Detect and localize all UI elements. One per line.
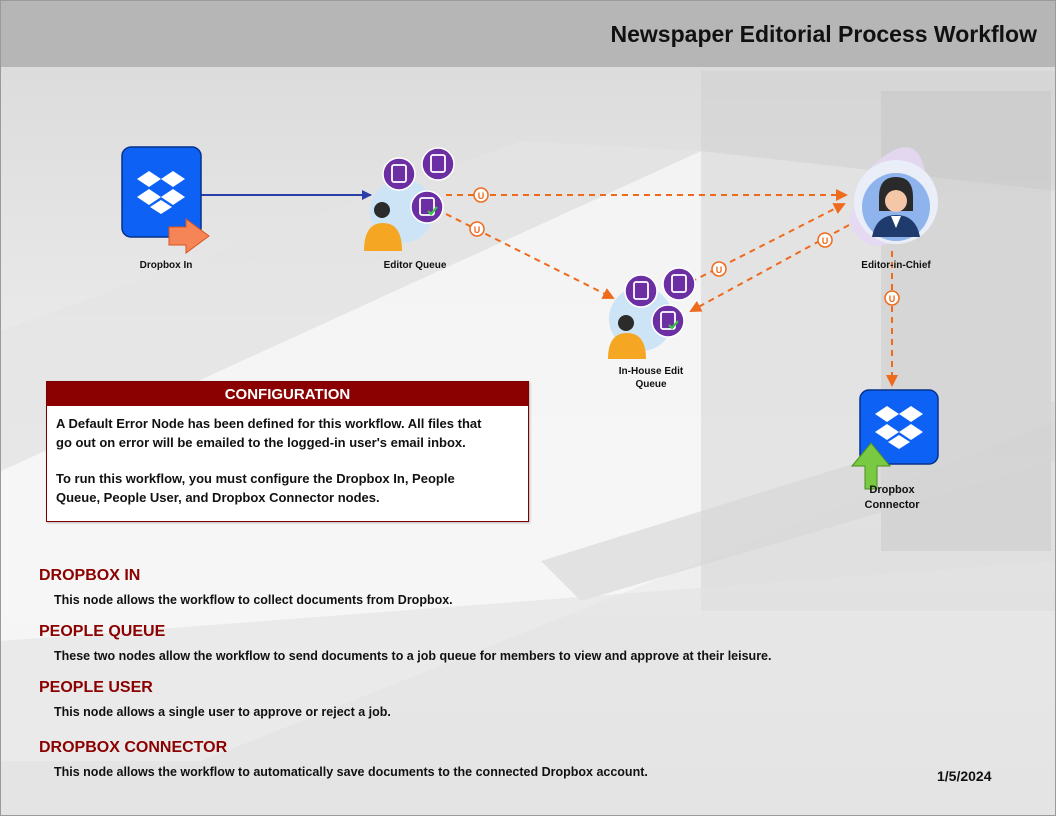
clipboard-icon (382, 157, 416, 191)
section-title: DROPBOX CONNECTOR (39, 739, 228, 756)
clipboard-check-icon (651, 304, 685, 338)
svg-text:U: U (889, 294, 896, 304)
svg-text:U: U (474, 225, 481, 235)
connector-chief-to-inhouse[interactable] (689, 224, 850, 312)
configuration-panel: CONFIGURATION A Default Error Node has b… (46, 381, 529, 522)
title-bar: Newspaper Editorial Process Workflow (1, 1, 1055, 67)
node-dropbox-in[interactable] (121, 146, 210, 254)
section-description: This node allows a single user to approv… (54, 705, 391, 719)
arrow-in-icon (168, 218, 210, 254)
node-label-editor-in-chief: Editor-in-Chief (861, 260, 931, 271)
person-icon (618, 315, 634, 331)
page-title: Newspaper Editorial Process Workflow (610, 21, 1037, 47)
person-icon (374, 202, 390, 218)
connector-badge: U (473, 187, 489, 203)
clipboard-icon (421, 147, 455, 181)
connector-inhouse-to-chief[interactable] (680, 203, 846, 288)
clipboard-icon (624, 274, 658, 308)
section-description: These two nodes allow the workflow to se… (54, 649, 772, 663)
node-label-in-house-edit-queue: In-House Edit Queue (618, 366, 684, 390)
section-description: This node allows the workflow to automat… (54, 765, 648, 779)
node-in-house-edit-queue[interactable] (608, 267, 696, 359)
connector-badge: U (817, 232, 833, 248)
document-date: 1/5/2024 (937, 768, 992, 784)
section-people-queue: PEOPLE QUEUE These two nodes allow the w… (39, 622, 772, 664)
dropbox-icon (859, 389, 939, 465)
connector-editor-queue-to-inhouse[interactable] (445, 213, 615, 299)
svg-text:U: U (478, 191, 485, 201)
connector-badge: U (469, 221, 485, 237)
node-editor-queue[interactable] (364, 147, 455, 251)
configuration-paragraph: A Default Error Node has been defined fo… (56, 416, 482, 450)
connector-badge: U (884, 290, 900, 306)
clipboard-icon (662, 267, 696, 301)
configuration-paragraph: To run this workflow, you must configure… (56, 471, 455, 505)
connector-badge: U (711, 261, 727, 277)
section-title: PEOPLE USER (39, 679, 153, 696)
section-description: This node allows the workflow to collect… (54, 593, 453, 607)
configuration-body: A Default Error Node has been defined fo… (47, 406, 528, 507)
clipboard-check-icon (410, 190, 444, 224)
section-people-user: PEOPLE USER This node allows a single us… (39, 678, 391, 720)
node-label-dropbox-connector: Dropbox Connector (864, 484, 920, 511)
svg-text:U: U (716, 265, 723, 275)
section-title: DROPBOX IN (39, 567, 141, 584)
node-label-editor-queue: Editor Queue (383, 260, 447, 271)
node-editor-in-chief[interactable] (849, 147, 938, 246)
node-dropbox-connector[interactable] (850, 389, 939, 490)
section-dropbox-connector: DROPBOX CONNECTOR This node allows the w… (39, 738, 648, 780)
section-title: PEOPLE QUEUE (39, 623, 166, 640)
svg-text:U: U (822, 236, 829, 246)
node-label-dropbox-in: Dropbox In (139, 260, 193, 271)
section-dropbox-in: DROPBOX IN This node allows the workflow… (39, 566, 453, 608)
arrow-up-icon (850, 442, 892, 490)
dropbox-icon (121, 146, 202, 238)
configuration-heading: CONFIGURATION (47, 382, 528, 406)
